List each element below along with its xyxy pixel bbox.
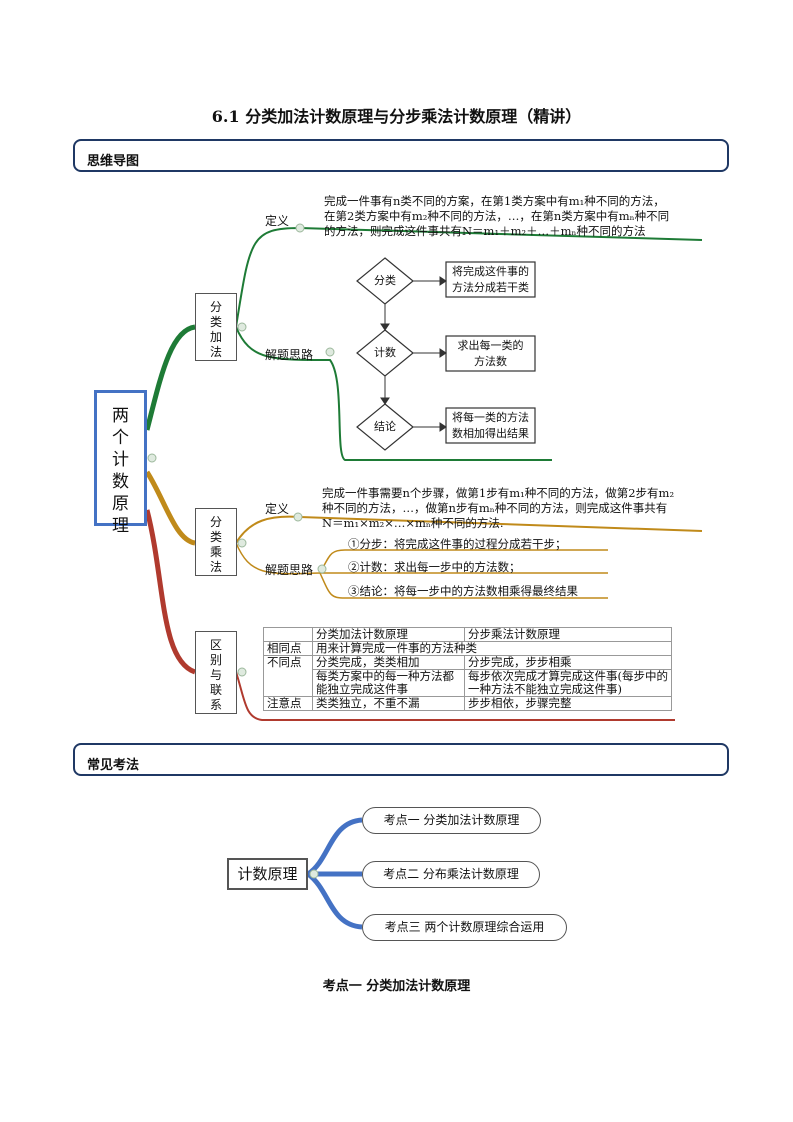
- table-cell: 类类独立，不重不漏: [312, 696, 465, 711]
- table-cell: 相同点: [263, 641, 313, 656]
- page-title: 6.1 分类加法计数原理与分步乘法计数原理（精讲）: [211, 107, 582, 126]
- comparison-table: 分类加法计数原理 分步乘法计数原理 相同点 用来计算完成一件事的方法种类 不同点…: [263, 627, 672, 711]
- flow-desc-count: 求出每一类的 方法数: [446, 338, 535, 370]
- mul-step-1: ①分步：将完成这件事的过程分成若干步；: [348, 537, 567, 551]
- table-row: 分类加法计数原理 分步乘法计数原理: [263, 627, 672, 642]
- exam-item-1[interactable]: 考点一 分类加法计数原理: [362, 807, 541, 834]
- mul-step-3: ③结论：将每一步中的方法数相乘得最终结果: [348, 584, 578, 598]
- box-char: 类: [209, 315, 222, 329]
- table-row: 每类方案中的每一种方法都能独立完成这件事 每步依次完成才算完成这件事(每步中的一…: [264, 669, 672, 697]
- box-char: 系: [209, 698, 222, 712]
- desc-line: 将每一类的方法: [452, 411, 529, 424]
- flow-node-conclude: 结论: [374, 420, 396, 433]
- exam-heading: 考点一 分类加法计数原理: [322, 979, 471, 994]
- section-header-mindmap: 思维导图: [73, 139, 729, 172]
- desc-line: 方法分成若干类: [452, 281, 529, 294]
- box-char: 联: [209, 683, 222, 697]
- def-line: 的方法，则完成这件事共有N＝m₁＋m₂＋…＋mₙ种不同的方法: [324, 224, 646, 238]
- box-char: 乘: [209, 545, 222, 559]
- table-cell: 分类完成，类类相加: [312, 655, 465, 670]
- flowchart: [356, 257, 536, 451]
- desc-line: 方法数: [474, 355, 507, 368]
- section-header-exams: 常见考法: [73, 743, 729, 776]
- central-char: 理: [112, 516, 129, 536]
- central-node: 两 个 计 数 原 理: [94, 390, 147, 536]
- def-line: 种不同的方法，…，做第n步有mₙ种不同的方法，则完成这件事共有: [322, 501, 668, 515]
- box-char: 法: [209, 560, 222, 574]
- flow-node-classify: 分类: [374, 274, 396, 287]
- def-line: 在第2类方案中有m₂种不同的方法，…，在第n类方案中有mₙ种不同: [324, 209, 670, 223]
- exam-root-node: 计数原理: [227, 858, 308, 890]
- table-cell: 每类方案中的每一种方法都能独立完成这件事: [312, 669, 465, 697]
- desc-line: 将完成这件事的: [452, 265, 529, 278]
- def-line: 完成一件事需要n个步骤，做第1步有m₁种不同的方法，做第2步有m₂: [322, 486, 675, 500]
- flow-desc-conclude: 将每一类的方法 数相加得出结果: [446, 410, 535, 442]
- desc-line: 求出每一类的: [457, 339, 524, 352]
- box-char: 法: [209, 345, 222, 359]
- flow-node-count: 计数: [374, 346, 396, 359]
- central-char: 两: [112, 406, 129, 426]
- central-char: 计: [112, 450, 129, 470]
- table-row: 注意点 类类独立，不重不漏 步步相依，步骤完整: [263, 696, 672, 711]
- table-row: 不同点 分类完成，类类相加 分步完成，步步相乘: [263, 655, 672, 697]
- box-char: 加: [209, 330, 222, 344]
- def-line: N＝m₁×m₂×…×mₙ种不同的方法.: [322, 516, 504, 530]
- table-cell: 分类加法计数原理: [312, 627, 465, 642]
- def-line: 完成一件事有n类不同的方案，在第1类方案中有m₁种不同的方法，: [324, 194, 665, 208]
- table-cell: 不同点: [263, 655, 313, 697]
- add-definition: 完成一件事有n类不同的方案，在第1类方案中有m₁种不同的方法， 在第2类方案中有…: [324, 194, 704, 239]
- box-char: 分: [209, 300, 222, 314]
- table-cell: [263, 627, 313, 642]
- box-char: 类: [209, 530, 222, 544]
- table-cell: 用来计算完成一件事的方法种类: [312, 641, 672, 656]
- mul-def-label: 定义: [265, 502, 290, 516]
- central-char: 数: [112, 472, 129, 492]
- box-char: 与: [209, 668, 222, 682]
- table-cell: 步步相依，步骤完整: [464, 696, 672, 711]
- flow-desc-classify: 将完成这件事的 方法分成若干类: [446, 264, 535, 296]
- table-cell: 分步乘法计数原理: [464, 627, 672, 642]
- mul-principle-box: 分 类 乘 法: [195, 508, 237, 576]
- central-char: 原: [112, 494, 129, 514]
- add-principle-box: 分 类 加 法: [195, 293, 237, 361]
- central-char: 个: [112, 428, 129, 448]
- mul-idea-label: 解题思路: [265, 563, 314, 577]
- table-cell: 注意点: [263, 696, 313, 711]
- add-idea-label: 解题思路: [265, 348, 314, 362]
- table-cell: 分步完成，步步相乘: [464, 655, 672, 670]
- table-row: 相同点 用来计算完成一件事的方法种类: [263, 641, 672, 656]
- relation-box: 区 别 与 联 系: [195, 631, 237, 714]
- box-char: 区: [209, 638, 222, 652]
- box-char: 分: [209, 515, 222, 529]
- add-def-label: 定义: [265, 214, 290, 228]
- mul-definition: 完成一件事需要n个步骤，做第1步有m₁种不同的方法，做第2步有m₂ 种不同的方法…: [322, 486, 704, 531]
- mul-step-2: ②计数：求出每一步中的方法数；: [348, 560, 521, 574]
- exam-item-3[interactable]: 考点三 两个计数原理综合运用: [362, 914, 567, 941]
- table-cell: 每步依次完成才算完成这件事(每步中的一种方法不能独立完成这件事): [464, 669, 672, 697]
- exam-item-2[interactable]: 考点二 分布乘法计数原理: [362, 861, 540, 888]
- box-char: 别: [209, 653, 222, 667]
- desc-line: 数相加得出结果: [452, 427, 529, 440]
